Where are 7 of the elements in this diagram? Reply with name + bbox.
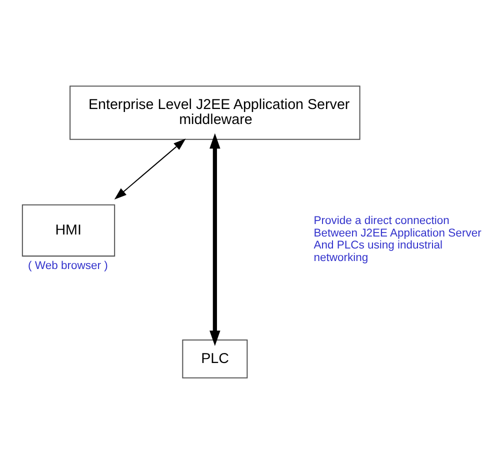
arrow (210, 133, 220, 346)
arrow (114, 138, 186, 200)
node-box: Enterprise Level J2EE Application Server middleware (70, 86, 360, 140)
node-label: ( Web browser ) (28, 260, 108, 272)
node-box: HMI (22, 204, 116, 257)
node-box: PLC (182, 340, 248, 378)
label: Provide a direct connection Between J2EE Application Server And PLCs using industrial networking (314, 215, 482, 264)
